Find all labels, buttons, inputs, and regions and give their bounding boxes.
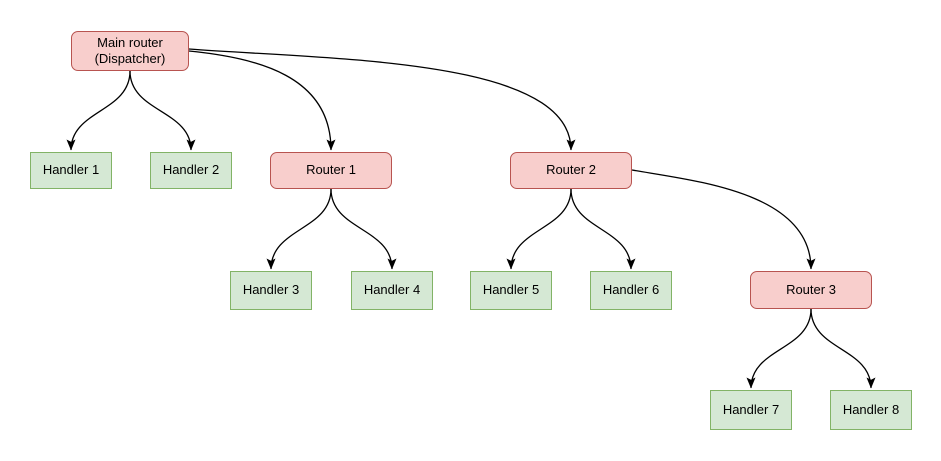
- node-handler-4: Handler 4: [351, 271, 433, 310]
- node-handler-7: Handler 7: [710, 390, 792, 430]
- node-handler-1: Handler 1: [30, 152, 112, 189]
- edge-router-3-to-handler-8: [810, 308, 876, 389]
- edge-main-to-router-1: [188, 50, 336, 151]
- edge-main-to-handler-1: [66, 70, 131, 151]
- edge-main-to-handler-2: [129, 70, 196, 151]
- node-handler-2: Handler 2: [150, 152, 232, 189]
- node-handler-3: Handler 3: [230, 271, 312, 310]
- edge-router-2-to-handler-6: [570, 188, 636, 270]
- edge-router-1-to-handler-4: [330, 188, 397, 270]
- edge-router-1-to-handler-3: [266, 188, 332, 270]
- node-main-router-dispatcher: Main router (Dispatcher): [71, 31, 189, 71]
- edge-router-2-to-router-3: [631, 169, 816, 270]
- node-router-3: Router 3: [750, 271, 872, 309]
- edge-main-to-router-2: [188, 48, 576, 151]
- node-handler-6: Handler 6: [590, 271, 672, 310]
- node-handler-5: Handler 5: [470, 271, 552, 310]
- node-router-2: Router 2: [510, 152, 632, 189]
- node-router-1: Router 1: [270, 152, 392, 189]
- edge-router-2-to-handler-5: [506, 188, 572, 270]
- node-handler-8: Handler 8: [830, 390, 912, 430]
- edge-router-3-to-handler-7: [746, 308, 812, 389]
